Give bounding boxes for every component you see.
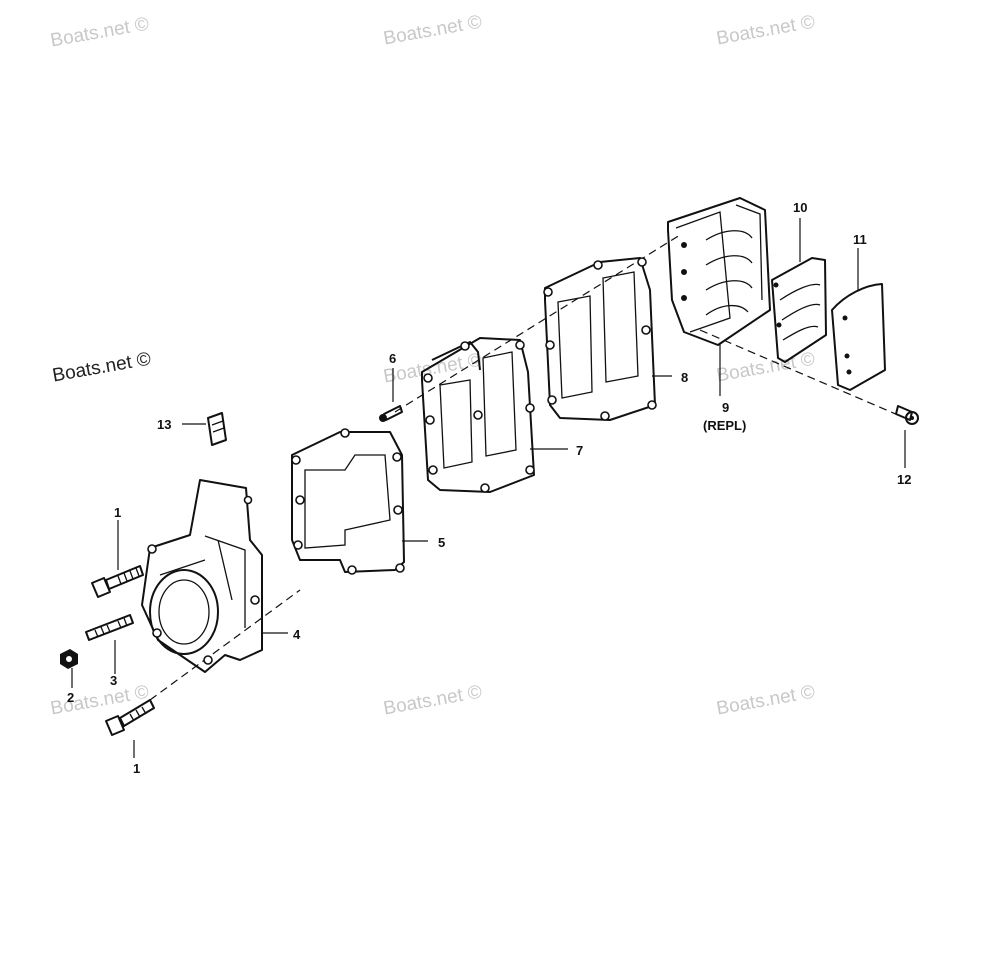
callout-6: 6 <box>389 351 397 366</box>
part-7-reed-plate <box>421 337 535 493</box>
part-2-nut <box>60 649 78 669</box>
part-1-bolt-top <box>91 565 144 598</box>
callout-10: 10 <box>793 200 808 215</box>
callout-2: 2 <box>67 690 75 705</box>
part-9-reed-block <box>667 197 771 346</box>
callout-3: 3 <box>110 673 118 688</box>
callout-7: 7 <box>576 443 584 458</box>
part-5-gasket <box>291 428 405 575</box>
callout-12: 12 <box>897 472 912 487</box>
callout-9-note: (REPL) <box>703 418 747 433</box>
part-6-screw <box>379 405 403 422</box>
part-1-bolt-bottom <box>105 699 155 736</box>
part-4-intake-adapter <box>141 479 263 673</box>
assembly-centerline <box>149 234 906 701</box>
part-12-screw <box>895 405 919 425</box>
callout-13: 13 <box>157 417 172 432</box>
part-8-gasket <box>543 257 657 421</box>
callout-1-bottom: 1 <box>133 761 141 776</box>
part-3-stud <box>85 614 134 641</box>
part-11-reed-stop <box>831 283 886 391</box>
callout-11: 11 <box>853 232 867 247</box>
callout-5: 5 <box>438 535 446 550</box>
callout-9: 9 <box>722 400 730 415</box>
part-10-reed-petals <box>771 257 827 363</box>
callout-4: 4 <box>293 627 301 642</box>
callout-1-top: 1 <box>114 505 122 520</box>
leader-lines <box>71 218 906 758</box>
part-13-clip <box>207 412 227 446</box>
callout-8: 8 <box>681 370 689 385</box>
